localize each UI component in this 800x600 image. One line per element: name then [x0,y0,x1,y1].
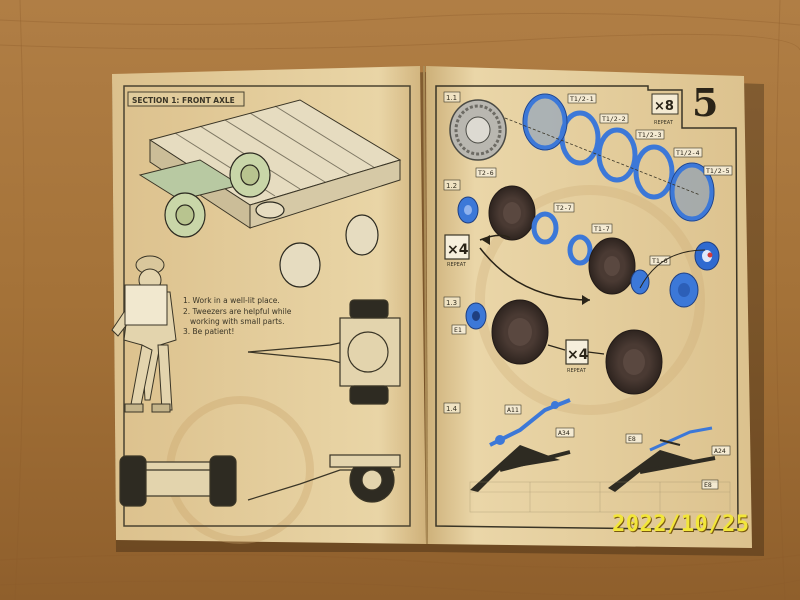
repeat-count: ×4 [447,242,469,258]
assembly-arrow [639,249,706,289]
repeat-label: REPEAT [567,368,587,374]
hub-13 [465,302,487,330]
trailer-rear-view [119,455,237,507]
substep-label: 1.2 [446,182,457,190]
part-tag [475,167,497,178]
hub-ring-16 [630,269,650,295]
part-label: T1/2-5 [706,167,730,175]
hub-small [457,196,479,224]
soldier-figure [111,255,177,413]
hub-ring-12 [531,211,559,245]
section-title-box [127,91,245,107]
part-label: A34 [558,429,570,437]
wheel-hub-assembled [669,272,699,308]
part-tag [703,165,733,176]
stain-ring [475,185,705,415]
part-label: A24 [714,447,726,455]
tyre-dark-12 [488,185,536,241]
wheel-13-front [491,299,549,365]
trailer-top-view [247,299,401,405]
assembly-arrow [479,247,591,301]
tyre-dark-12b [588,237,636,295]
part-tag [591,223,613,234]
part-label: T1/2-3 [638,131,662,139]
substep-label: 1.1 [446,94,457,102]
part-label: T1/2-1 [570,95,594,103]
part-label: E8 [704,481,712,489]
part-label: A11 [507,406,519,414]
repeat-box [444,234,470,260]
repeat-count: ×4 [567,347,589,363]
tread-rings [522,93,715,222]
part-label: T2-6 [478,169,494,177]
tip-line: working with small parts. [190,317,284,326]
substep-tag [443,91,461,103]
tip-line: 1. Work in a well-lit place. [183,296,280,305]
part-tag [673,147,703,158]
part-tag [555,427,575,438]
assembly-arrow [587,351,605,355]
part-tag [567,93,597,104]
part-tag [599,113,629,124]
faint-blueprint [469,481,731,513]
assembly-arrow [547,344,566,351]
tip-line: 3. Be patient! [183,327,234,336]
part-label: E8 [628,435,636,443]
part-tag [504,404,522,415]
part-tag [635,129,665,140]
left-frame [123,85,411,527]
substep-label: 1.3 [446,299,457,307]
part-label: T1/2-2 [602,115,626,123]
right-frame [435,85,739,531]
tip-line: 2. Tweezers are helpful while [183,307,292,316]
tread-ring-edges [522,93,715,222]
part-tag [625,433,643,444]
wheel-13-assembled [605,329,663,395]
part-tag [451,324,467,335]
repeat-count: ×8 [654,99,674,114]
substep-label: 1.4 [446,405,458,413]
axle-frame-right [608,426,716,492]
repeat-label: REPEAT [654,120,674,126]
part-label: T2-7 [556,204,572,212]
substep-tag [443,179,461,191]
trailer-side-view [247,454,401,503]
part-label: T1/2-4 [676,149,700,157]
hub-ring-17 [567,234,593,266]
assembly-arrow [479,234,511,241]
arrow-head [582,295,590,305]
section-title: SECTION 1: FRONT AXLE [132,96,235,105]
truck-drawing [138,99,402,229]
part-tag [711,445,731,456]
repeat-label: REPEAT [447,262,467,268]
axle-frame-left [470,398,571,492]
substep-tag [443,296,461,308]
truck-wheels [164,152,379,288]
part-label: E1 [454,326,462,334]
part-tag [649,255,671,266]
step-number: 5 [692,80,718,125]
booklet-spine [423,65,428,545]
date-stamp: 2022/10/25 [612,512,750,537]
part-label: T1-6 [652,257,668,265]
part-tag [701,479,719,490]
part-tag [553,202,575,213]
repeat-badge [651,93,679,115]
arrow-head [482,235,490,245]
substep-tag [443,402,461,414]
tyre-assembled [449,99,507,161]
hub-cap-disc [694,241,720,271]
part-label: T1-7 [594,225,610,233]
